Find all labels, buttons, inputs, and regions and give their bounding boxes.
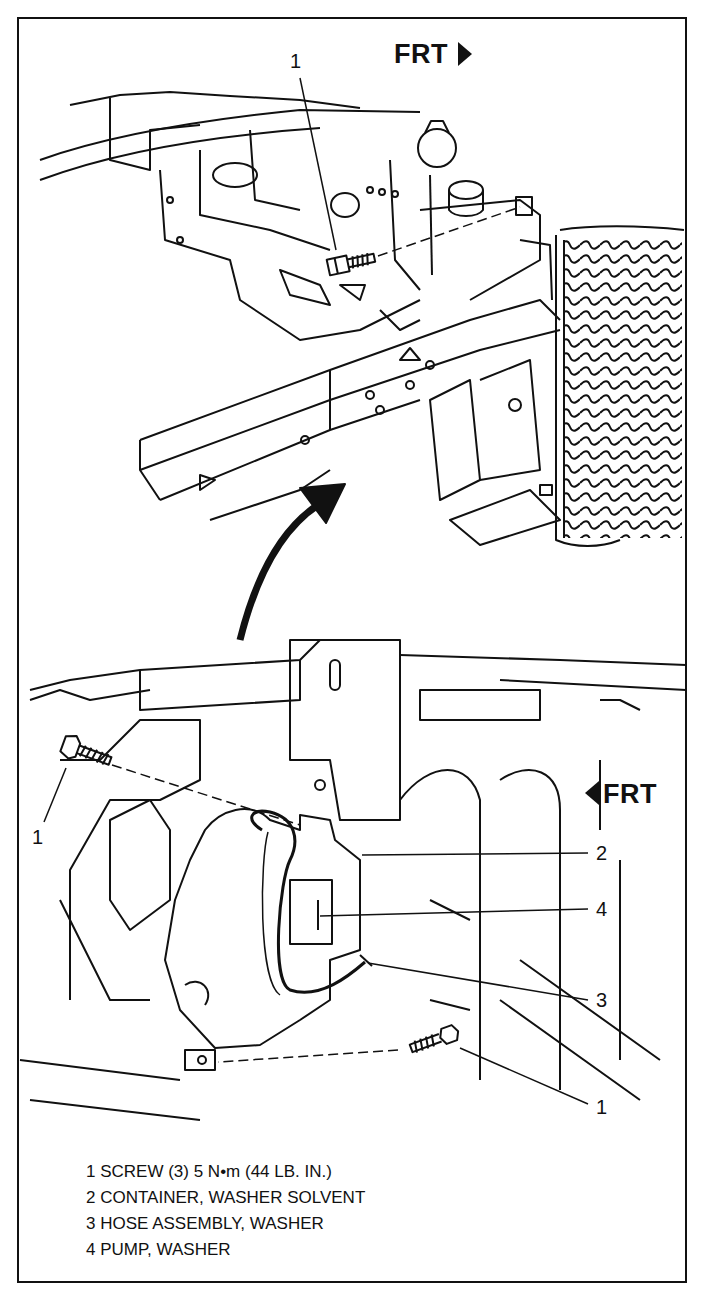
parts-key-line: 2 CONTAINER, WASHER SOLVENT [86, 1189, 365, 1208]
parts-key-line: 4 PUMP, WASHER [86, 1241, 231, 1260]
parts-key-line: 1 SCREW (3) 5 N•m (44 LB. IN.) [86, 1163, 332, 1182]
front-direction-label: FRT [603, 780, 657, 810]
callout-number: 4 [596, 898, 607, 920]
callout-number: 2 [596, 842, 607, 864]
parts-key-line: 3 HOSE ASSEMBLY, WASHER [86, 1215, 324, 1234]
callout-number: 3 [596, 989, 607, 1011]
callout-number: 1 [596, 1096, 607, 1118]
front-direction-label: FRT [394, 40, 448, 70]
callout-number: 1 [290, 50, 301, 72]
callout-number: 1 [32, 826, 43, 848]
